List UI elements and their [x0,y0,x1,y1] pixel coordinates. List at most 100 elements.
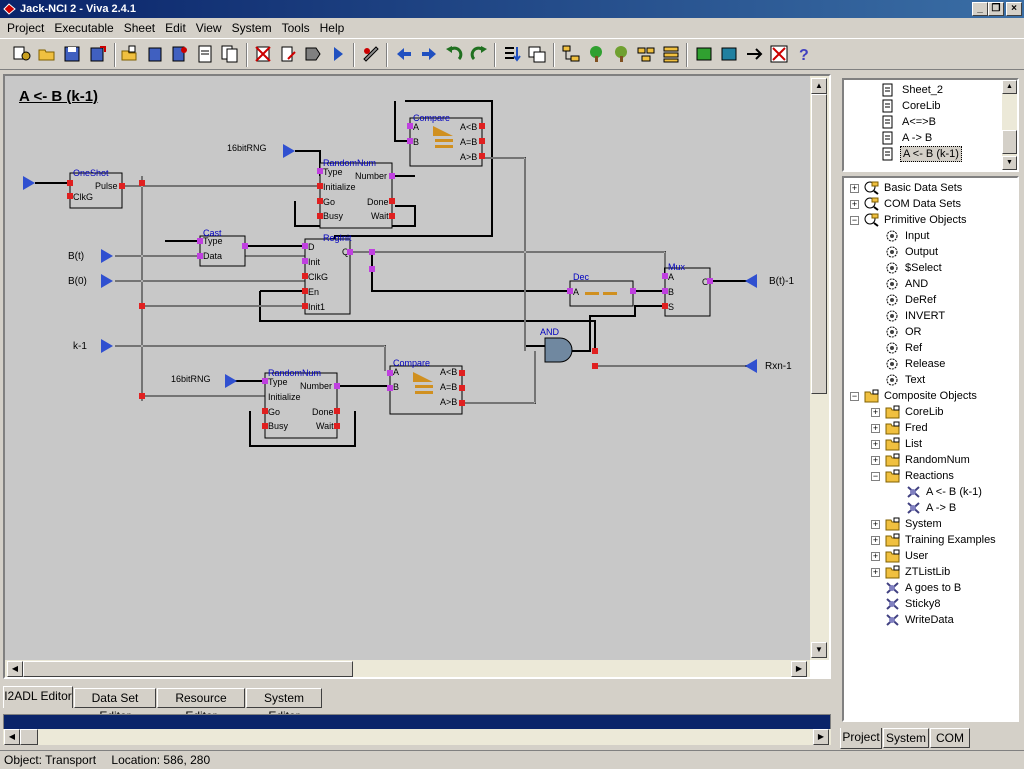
object-tool-icon[interactable] [303,44,323,64]
expand-icon[interactable]: + [850,199,859,209]
scroll-thumb[interactable] [811,94,827,394]
tree-item[interactable]: +Fred [844,420,1014,436]
tree-item[interactable]: OR [844,324,1014,340]
maximize-button[interactable]: ❐ [988,2,1004,16]
tree-item[interactable]: Output [844,244,1014,260]
menu-executable[interactable]: Executable [54,21,114,35]
hierarchy-icon[interactable] [561,44,581,64]
expand-icon[interactable]: + [871,439,880,449]
menu-system[interactable]: System [231,21,272,35]
synthesize-icon[interactable] [361,44,381,64]
list-view-icon[interactable] [661,44,681,64]
expand-icon[interactable]: + [871,455,880,465]
tab-i2adl-editor[interactable]: I2ADL Editor [3,686,73,708]
open-sheet-icon[interactable] [120,44,140,64]
sort-icon[interactable] [502,44,522,64]
expand-icon[interactable]: + [871,519,880,529]
tree-item[interactable]: A <- B (k-1) [844,484,1014,500]
back-arrow-icon[interactable] [394,44,414,64]
new-sheet-icon[interactable] [195,44,215,64]
expand-icon[interactable]: + [871,407,880,417]
tab-project[interactable]: Project [840,728,882,749]
horizontal-scrollbar[interactable]: ◀ ▶ [5,660,810,677]
tree-item[interactable]: +System [844,516,1014,532]
menu-view[interactable]: View [195,21,222,35]
connect-icon[interactable] [744,44,764,64]
scroll-up-button[interactable]: ▲ [811,78,827,94]
tree-item[interactable]: INVERT [844,308,1014,324]
scroll-thumb[interactable] [23,661,353,677]
scroll-right-button[interactable]: ▶ [813,729,829,745]
edit-object-icon[interactable] [278,44,298,64]
menu-edit[interactable]: Edit [165,21,186,35]
open-folder-icon[interactable] [37,44,57,64]
menu-tools[interactable]: Tools [281,21,310,35]
collapse-icon[interactable]: − [871,471,880,481]
collapse-icon[interactable]: − [850,391,859,401]
close-button[interactable]: × [1006,2,1022,16]
save-sheet-icon[interactable] [145,44,165,64]
scroll-up-button[interactable]: ▲ [1002,80,1017,94]
scroll-left-button[interactable]: ◀ [4,729,20,745]
tab-system[interactable]: System [883,728,929,748]
tree-item[interactable]: DeRef [844,292,1014,308]
vertical-scrollbar[interactable]: ▲ ▼ [1002,80,1017,170]
scroll-thumb[interactable] [1002,130,1017,154]
expand-icon[interactable]: + [871,535,880,545]
menu-help[interactable]: Help [319,21,345,35]
scroll-thumb[interactable] [20,729,38,745]
settings-box-icon[interactable] [769,44,789,64]
tree-item[interactable]: Ref [844,340,1014,356]
tree-item[interactable]: AND [844,276,1014,292]
save-as-icon[interactable] [88,44,108,64]
delete-object-icon[interactable] [253,44,273,64]
tab-data-set-editor[interactable]: Data Set Editor [74,688,156,723]
menu-sheet[interactable]: Sheet [123,21,156,35]
tree-item[interactable]: $Select [844,260,1014,276]
expand-icon[interactable]: + [871,423,880,433]
tab-resource-editor[interactable]: Resource Editor [157,688,245,723]
run-icon[interactable] [328,44,348,64]
tree-item[interactable]: WriteData [844,612,1014,628]
tree-item[interactable]: +RandomNum [844,452,1014,468]
library-export-icon[interactable] [719,44,739,64]
undo-icon[interactable] [444,44,464,64]
window-icon[interactable] [527,44,547,64]
menu-project[interactable]: Project [7,21,45,35]
help-icon[interactable]: ? [794,44,814,64]
tree-item[interactable]: Input [844,228,1014,244]
sheet-properties-icon[interactable] [170,44,190,64]
tree-item[interactable]: +User [844,548,1014,564]
minimize-button[interactable]: _ [972,2,988,16]
tab-com[interactable]: COM [930,728,970,748]
expand-icon[interactable]: + [871,551,880,561]
tree-item[interactable]: +Basic Data Sets [844,180,1014,196]
copy-sheet-icon[interactable] [220,44,240,64]
scroll-down-button[interactable]: ▼ [1002,156,1017,170]
library-icon[interactable] [694,44,714,64]
tree-expand-icon[interactable] [611,44,631,64]
tree-item[interactable]: A -> B [844,500,1014,516]
message-scrollbar[interactable]: ◀ ▶ [3,729,831,745]
scroll-right-button[interactable]: ▶ [791,661,807,677]
redo-icon[interactable] [469,44,489,64]
tree-item[interactable]: −Composite Objects [844,388,1014,404]
vertical-scrollbar[interactable]: ▲ ▼ [810,76,829,660]
tab-system-editor[interactable]: System Editor [246,688,322,723]
tree-item[interactable]: Sticky8 [844,596,1014,612]
tree-green-icon[interactable] [586,44,606,64]
save-disk-icon[interactable] [62,44,82,64]
collapse-icon[interactable]: − [850,215,859,225]
schematic[interactable]: OneShot Pulse ClkG RandomNum Type Initia… [5,76,810,660]
tree-item[interactable]: Text [844,372,1014,388]
tree-item[interactable]: −Reactions [844,468,1014,484]
tree-item[interactable]: +CoreLib [844,404,1014,420]
expand-icon[interactable]: + [871,567,880,577]
tree-item[interactable]: +List [844,436,1014,452]
expand-icon[interactable]: + [850,183,859,193]
tree-item[interactable]: +COM Data Sets [844,196,1014,212]
tree-item[interactable]: +ZTListLib [844,564,1014,580]
schematic-canvas[interactable]: A <- B (k-1) [5,76,810,660]
scroll-left-button[interactable]: ◀ [7,661,23,677]
folder-grid-icon[interactable] [636,44,656,64]
